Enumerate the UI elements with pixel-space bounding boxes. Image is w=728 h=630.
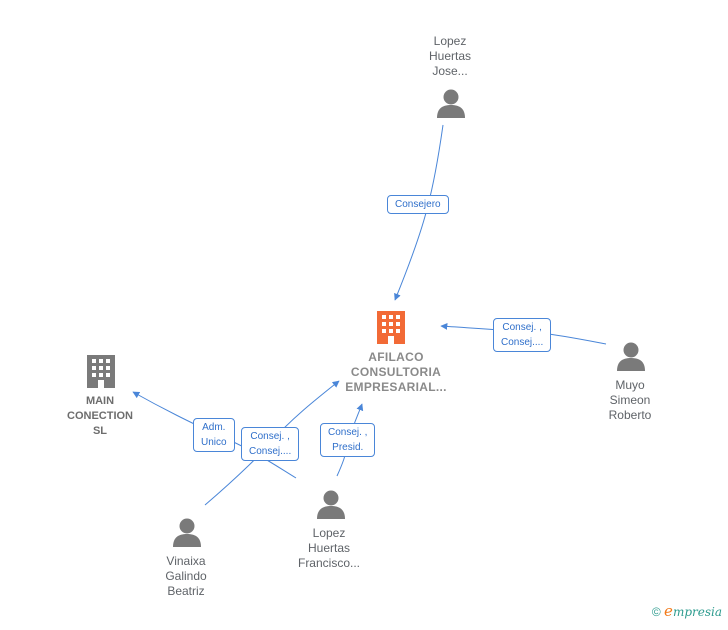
edge-label-muyo-roles[interactable]: Consej. , Consej.... xyxy=(493,318,552,352)
edge-label-consejero[interactable]: Consejero xyxy=(387,195,449,214)
person-icon xyxy=(173,518,201,547)
person-vinaixa-label[interactable]: Vinaixa Galindo Beatriz xyxy=(165,554,207,598)
person-lopez-jose-label[interactable]: Lopez Huertas Jose... xyxy=(428,34,472,78)
person-muyo-label[interactable]: Muyo Simeon Roberto xyxy=(608,378,652,422)
person-icon xyxy=(437,89,465,118)
person-lopez-francisco-label[interactable]: Lopez Huertas Francisco... xyxy=(297,526,360,570)
building-icon xyxy=(377,311,405,344)
empresia-footer: © empresia xyxy=(652,602,722,620)
edge-label-francisco-roles[interactable]: Consej. , Presid. xyxy=(320,423,376,457)
copyright-icon: © xyxy=(651,605,661,619)
building-icon xyxy=(87,355,115,388)
edge-label-adm-unico[interactable]: Adm. Unico xyxy=(193,418,235,452)
company-main-conection-label[interactable]: MAIN CONECTION SL xyxy=(67,395,133,437)
edge-label-vinaixa-roles[interactable]: Consej. , Consej.... xyxy=(241,427,300,461)
person-icon xyxy=(317,490,345,519)
empresia-logo: empresia xyxy=(664,602,722,620)
person-icon xyxy=(617,342,645,371)
company-afilaco-label[interactable]: AFILACO CONSULTORIA EMPRESARIAL... xyxy=(345,350,447,394)
